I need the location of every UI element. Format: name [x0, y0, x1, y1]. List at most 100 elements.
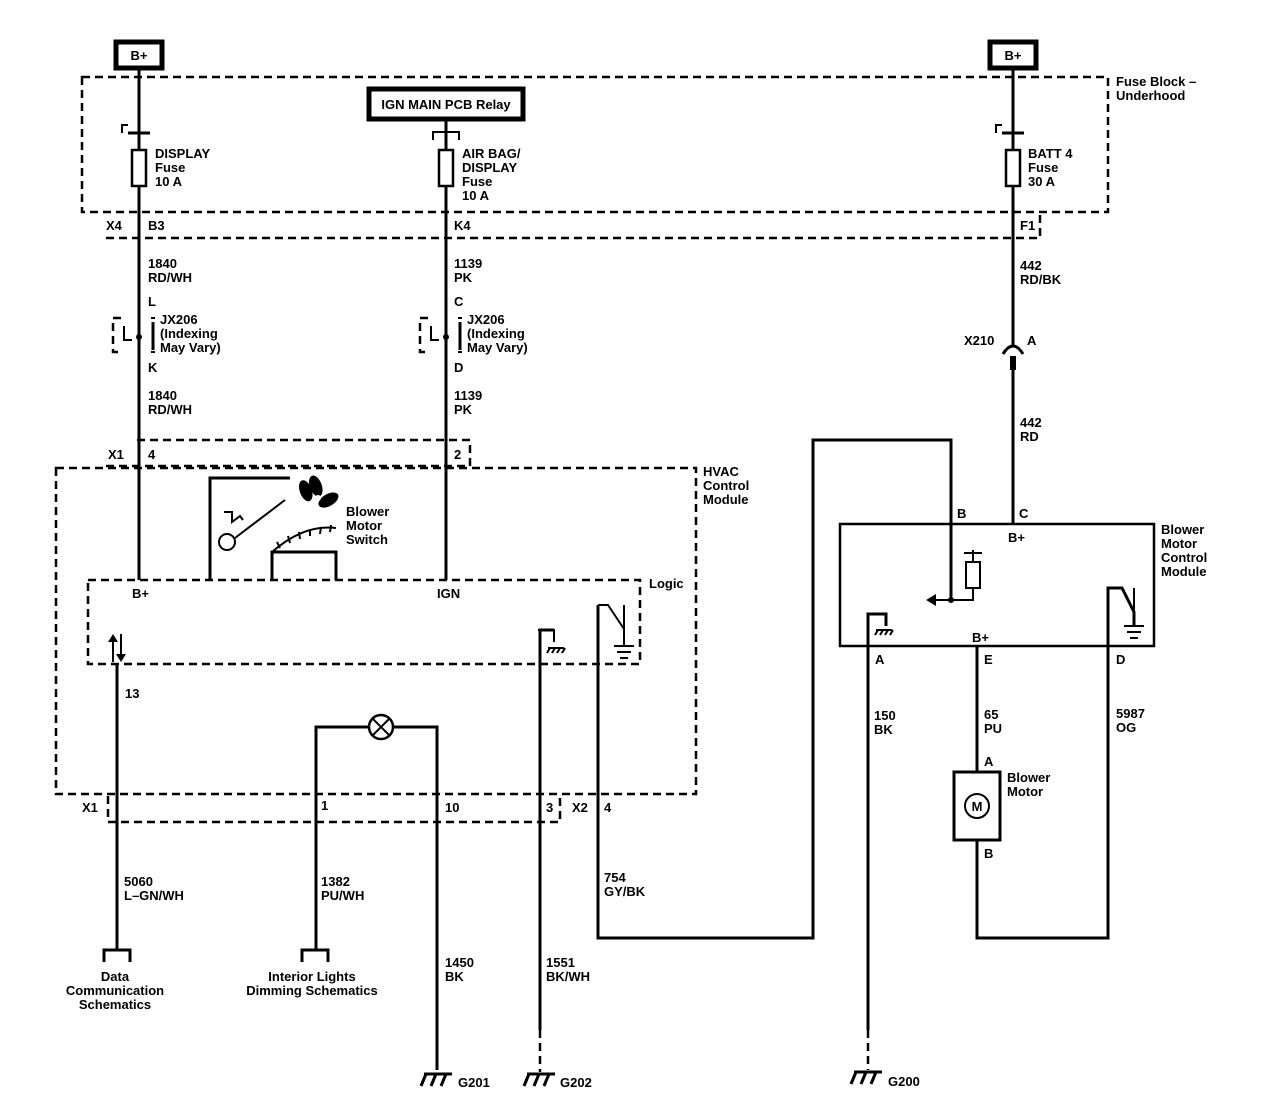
bmcm-label-1: Blower [1161, 522, 1204, 537]
blower-motor: M [952, 770, 1002, 842]
data-comm-stub [102, 948, 132, 962]
x2-label: X2 [572, 800, 588, 815]
data-comm-line-3: Schematics [79, 997, 151, 1012]
pin-d-label: D [454, 360, 463, 375]
bmcm-pin-e: E [984, 652, 993, 667]
display-fuse-line-3: 10 A [155, 174, 183, 189]
switch-label-1: Blower [346, 504, 389, 519]
w150-color: BK [874, 722, 893, 737]
hvac-label-2: Control [703, 478, 749, 493]
w5987-color: OG [1116, 720, 1136, 735]
w5060-color: L–GN/WH [124, 888, 184, 903]
switch-label-2: Motor [346, 518, 382, 533]
f1-label: F1 [1020, 218, 1035, 233]
airbag-fuse-line-3: Fuse [462, 174, 492, 189]
pin-4b-label: 4 [604, 800, 612, 815]
interior-lights-stub [300, 948, 330, 962]
x1-x2-bottom-connector [106, 796, 562, 824]
relay-contact-icon [432, 131, 460, 140]
pin-c-label: C [454, 294, 464, 309]
pin-10-label: 10 [445, 800, 459, 815]
w1139-top-number: 1139 [454, 256, 482, 271]
g200-label: G200 [888, 1074, 920, 1089]
w1382-color: PU/WH [321, 888, 364, 903]
busbar-icon [995, 124, 1002, 133]
fuse-icon [1004, 148, 1022, 188]
logic-ground-icon [538, 629, 566, 654]
bmcm-label-4: Module [1161, 564, 1207, 579]
fuse-block-label-1: Fuse Block – [1116, 74, 1196, 89]
display-fuse-line-1: DISPLAY [155, 146, 210, 161]
w1840-bot-number: 1840 [148, 388, 177, 403]
jx206-right-line-3: May Vary) [467, 340, 528, 355]
x1-pin-4: 4 [148, 447, 156, 462]
motor-label-1: Blower [1007, 770, 1050, 785]
w1139-top-color: PK [454, 270, 473, 285]
serial-data-arrows-icon [108, 634, 126, 662]
hvac-module-outline [54, 466, 698, 796]
w5987-number: 5987 [1116, 706, 1145, 721]
k4-label: K4 [454, 218, 471, 233]
bmcm-outline [838, 522, 1156, 648]
jx206-right-line-1: JX206 [467, 312, 505, 327]
fuse-icon [130, 148, 148, 188]
bplus-right-terminal: B+ [987, 39, 1039, 71]
x1-bot-label: X1 [82, 800, 98, 815]
bmcm-pin-d: D [1116, 652, 1125, 667]
x4-label: X4 [106, 218, 123, 233]
airbag-fuse-line-2: DISPLAY [462, 160, 517, 175]
g200-ground-icon [849, 1070, 882, 1085]
blower-motor-switch [208, 475, 339, 580]
wire-5987 [975, 646, 1110, 940]
jx206-left-connector [111, 316, 155, 354]
bmcm-chassis-ground-icon [866, 612, 894, 648]
x1-top-connector-outline [106, 438, 472, 468]
bmcm-internal-circuit [926, 550, 982, 606]
data-comm-line-1: Data [101, 969, 130, 984]
ign-main-relay-box: IGN MAIN PCB Relay [366, 86, 526, 122]
w754-color: GY/BK [604, 884, 646, 899]
w1450-color: BK [445, 969, 464, 984]
logic-box-outline [86, 578, 642, 666]
jx206-right-line-2: (Indexing [467, 326, 525, 341]
indicator-lamp [314, 713, 439, 1070]
g201-ground-icon [419, 1072, 452, 1087]
bmcm-label-2: Motor [1161, 536, 1197, 551]
switch-label-3: Switch [346, 532, 388, 547]
w1551-color: BK/WH [546, 969, 590, 984]
w1382-number: 1382 [321, 874, 350, 889]
bmcm-label-3: Control [1161, 550, 1207, 565]
w1551-number: 1551 [546, 955, 575, 970]
wire-754 [596, 438, 953, 940]
wire-1551 [538, 628, 554, 1030]
w442-top-color: RD/BK [1020, 272, 1062, 287]
busbar-icon [121, 124, 128, 133]
x1-top-label: X1 [108, 447, 124, 462]
data-comm-line-2: Communication [66, 983, 164, 998]
batt4-fuse-line-1: BATT 4 [1028, 146, 1073, 161]
display-fuse-line-2: Fuse [155, 160, 185, 175]
w1139-bot-number: 1139 [454, 388, 482, 403]
fuse-block-label-2: Underhood [1116, 88, 1185, 103]
display-circuit: DISPLAY Fuse 10 A [121, 68, 210, 580]
w442-bot-number: 442 [1020, 415, 1042, 430]
fuse-icon [437, 148, 455, 188]
b3-label: B3 [148, 218, 165, 233]
bmcm-pin-c: C [1019, 506, 1029, 521]
bmcm-bplus-top: B+ [1008, 530, 1025, 545]
bplus-left-label: B+ [131, 48, 148, 63]
w1840-top-number: 1840 [148, 256, 177, 271]
hvac-label-1: HVAC [703, 464, 739, 479]
w1840-top-color: RD/WH [148, 270, 192, 285]
pin-k-label: K [148, 360, 158, 375]
w150-number: 150 [874, 708, 896, 723]
bmcm-pin-b: B [957, 506, 966, 521]
x210-pin-a: A [1027, 333, 1037, 348]
g202-ground-icon [522, 1072, 555, 1087]
x210-connector [1001, 344, 1025, 370]
w754-number: 754 [604, 870, 626, 885]
hvac-ign-label: IGN [437, 586, 460, 601]
w65-color: PU [984, 721, 1002, 736]
g201-label: G201 [458, 1075, 490, 1090]
